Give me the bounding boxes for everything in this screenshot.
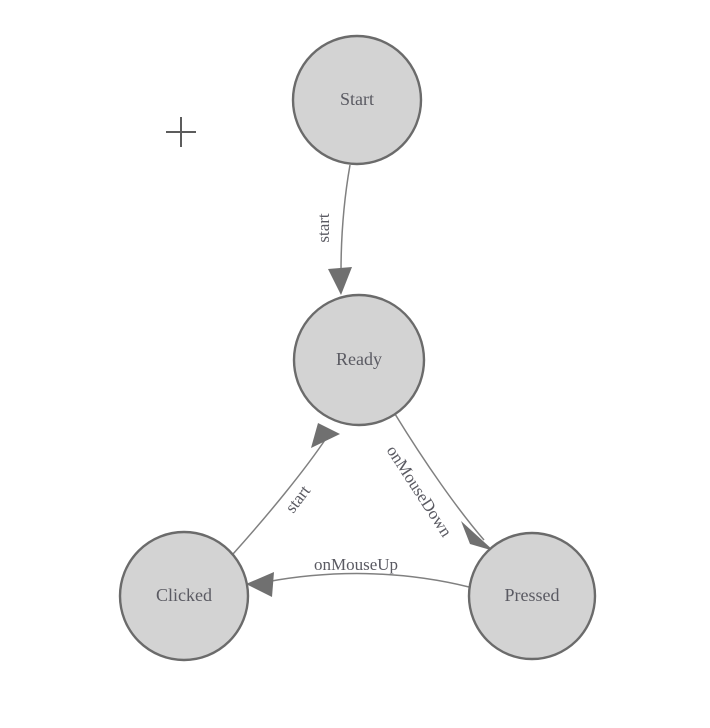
edge-label-start-to-ready: start — [314, 213, 333, 243]
node-pressed-circle[interactable] — [467, 531, 597, 661]
edge-line-ready-to-pressed — [394, 413, 485, 541]
node-ready-label: Ready — [336, 349, 382, 369]
arrow-head-into-ready-top — [328, 267, 352, 295]
node-pressed-label: Pressed — [505, 585, 560, 605]
node-clicked-circle[interactable] — [118, 530, 250, 662]
edge-line-pressed-to-clicked — [265, 572, 470, 588]
node-clicked-label: Clicked — [156, 585, 212, 605]
edge-pressed-to-clicked[interactable]: onMouseUp — [246, 555, 470, 597]
arrow-head-into-pressed — [461, 521, 494, 551]
node-start-circle[interactable] — [291, 34, 423, 166]
edge-clicked-to-ready[interactable]: start — [232, 423, 340, 555]
edge-line-start-to-ready — [340, 164, 351, 273]
edge-label-clicked-to-ready: start — [281, 481, 314, 516]
arrow-head-into-ready-lower-left — [311, 423, 340, 448]
node-pressed[interactable]: Pressed — [467, 531, 597, 661]
node-ready-circle[interactable] — [292, 293, 426, 427]
crosshair-marker[interactable] — [166, 117, 196, 147]
edge-start-to-ready[interactable]: start — [314, 164, 352, 295]
node-clicked[interactable]: Clicked — [118, 530, 250, 662]
arrow-head-into-clicked — [246, 572, 274, 597]
edge-line-clicked-to-ready — [232, 436, 328, 555]
edge-label-pressed-to-clicked: onMouseUp — [314, 555, 398, 574]
node-start[interactable]: Start — [291, 34, 423, 166]
node-ready[interactable]: Ready — [292, 293, 426, 427]
node-start-label: Start — [340, 89, 374, 109]
edge-ready-to-pressed[interactable]: onMouseDown — [383, 413, 494, 551]
